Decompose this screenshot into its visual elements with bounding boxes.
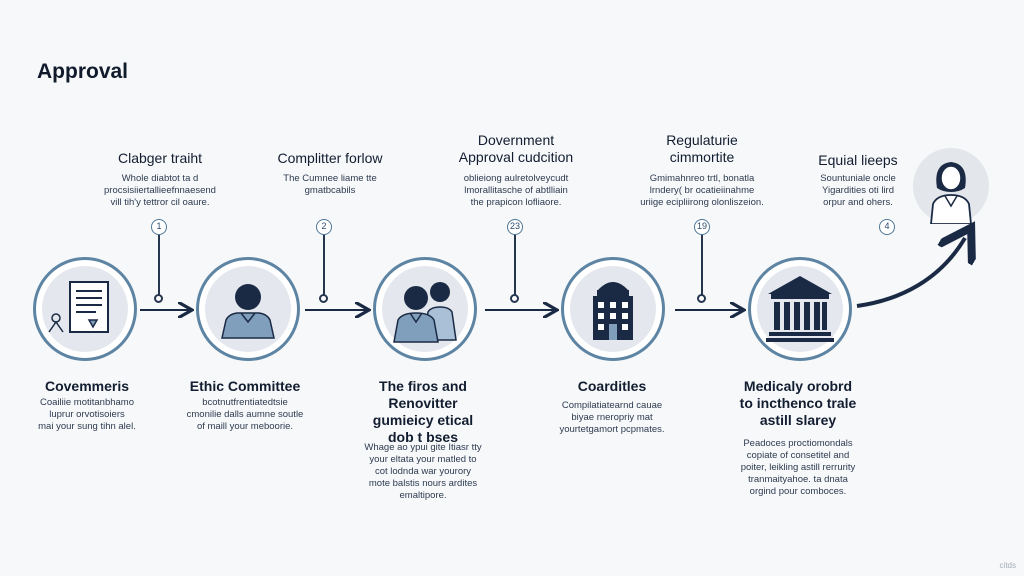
step-3-top-desc: oblieiong aulretolveycudt lmorallitasche… xyxy=(463,173,569,208)
page-title: Approval xyxy=(37,60,129,83)
institution-icon xyxy=(766,276,834,342)
step-3-bottom-desc: Whage ao ypui gite Itiasr tty your eltat… xyxy=(364,442,482,501)
building-icon xyxy=(593,282,633,340)
step-2-dot xyxy=(319,294,328,303)
step-1-bottom-title: Covemmeris xyxy=(44,378,130,394)
step-1-bottom-desc: Coailiie motitanbhamo luprur orvotisoier… xyxy=(38,397,136,432)
step-2-top-desc: The Cumnee liame tte gmatbcabils xyxy=(283,173,377,196)
step-3-bottom-title: The firos and Renovitter gumieicy etical… xyxy=(372,378,474,445)
step-2-bottom-title: Ethic Committee xyxy=(189,378,301,394)
step-2-top-title: Complitter forlow xyxy=(277,150,383,166)
step-4-top-title: Regulaturie cimmortite xyxy=(666,132,738,165)
step-4-bottom-desc: Compilatiatearnd cauae biyae rneropriy m… xyxy=(559,400,665,435)
arrow-5-final xyxy=(856,238,965,308)
step-5-top-title: Equial lieeps xyxy=(818,152,898,168)
step-4-bottom-title: Coarditles xyxy=(577,378,647,394)
step-3-dot xyxy=(510,294,519,303)
step-4-badge: 19 xyxy=(694,219,710,235)
watermark: citds xyxy=(999,561,1016,570)
step-4-circle[interactable] xyxy=(561,257,665,361)
step-1-top-desc: Whole diabtot ta d procsisiiertallieefnn… xyxy=(104,173,216,208)
step-3-badge: 23 xyxy=(507,219,523,235)
step-3-circle[interactable] xyxy=(373,257,477,361)
woman-icon xyxy=(930,162,972,225)
step-5-bottom-desc: Peadoces proctiomondals copiate of conse… xyxy=(740,438,856,497)
step-1-circle[interactable] xyxy=(33,257,137,361)
step-4-stem xyxy=(701,235,703,297)
step-2-stem xyxy=(323,235,325,297)
step-3-stem xyxy=(514,235,516,297)
group-icon xyxy=(393,282,457,343)
step-1-top-title: Clabger traiht xyxy=(117,150,203,166)
step-5-bottom-title: Medicaly orobrd to incthenco trale astil… xyxy=(739,378,857,428)
step-5-circle[interactable] xyxy=(748,257,852,361)
step-1-dot xyxy=(154,294,163,303)
step-2-circle[interactable] xyxy=(196,257,300,361)
step-5-top-desc: Sountuniale oncle Yigardities oti lird o… xyxy=(820,173,896,208)
step-4-dot xyxy=(697,294,706,303)
step-4-top-desc: Gmimahnreo trtl, bonatla lrndery( br oca… xyxy=(640,173,764,208)
step-2-bottom-desc: bcotnutfrentiatedtsie cmonilie dalls aum… xyxy=(186,397,304,432)
final-avatar[interactable] xyxy=(913,148,989,225)
step-3-top-title: Dovernment Approval cudcition xyxy=(458,132,574,165)
step-5-badge: 4 xyxy=(879,219,895,235)
step-1-stem xyxy=(158,235,160,297)
document-icon xyxy=(48,281,109,333)
step-2-badge: 2 xyxy=(316,219,332,235)
person-icon xyxy=(221,284,275,339)
step-1-badge: 1 xyxy=(151,219,167,235)
